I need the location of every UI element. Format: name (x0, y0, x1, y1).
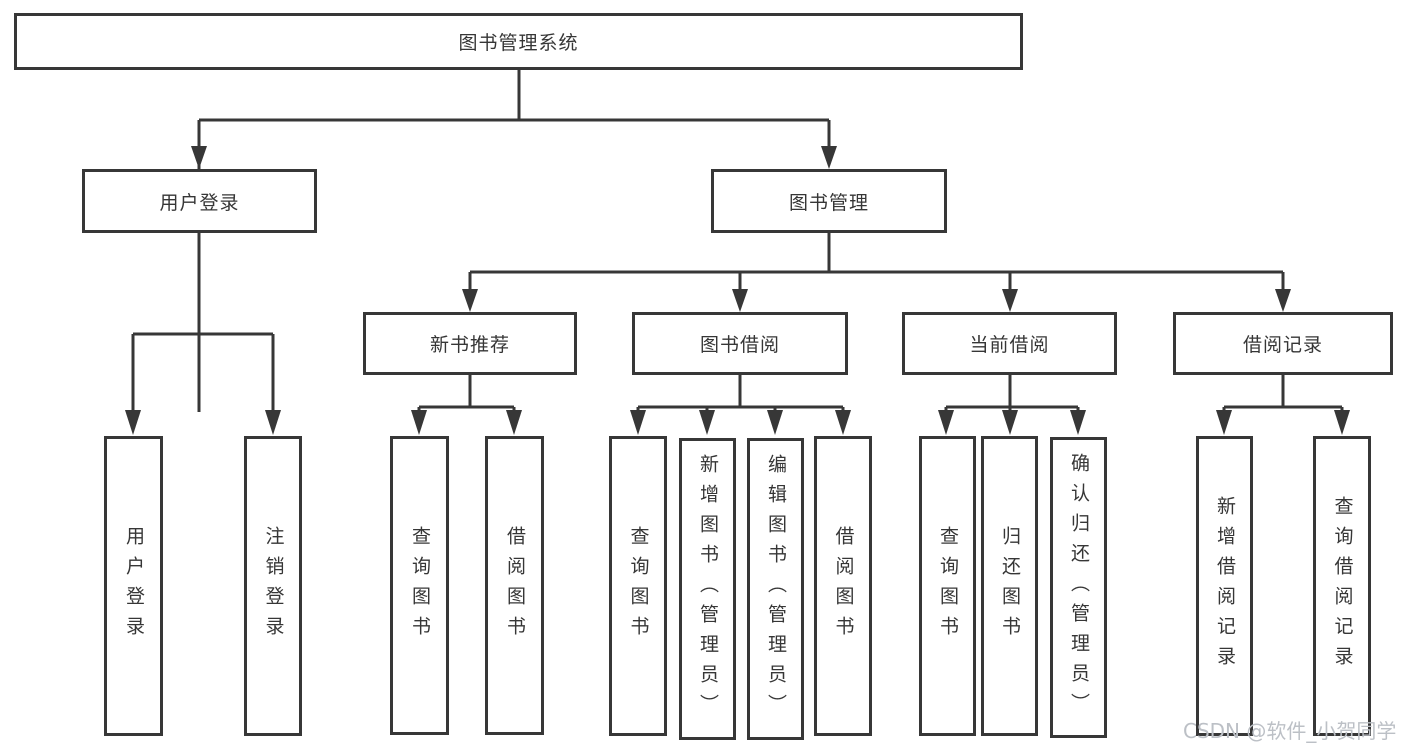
node-user-login: 用户登录 (82, 169, 317, 233)
leaf-bb-edit-books-admin: 编辑图书（管理员） (747, 438, 804, 740)
leaf-bb-borrow-books: 借阅图书 (814, 436, 872, 736)
node-library-management-system: 图书管理系统 (14, 13, 1023, 70)
edge-current-borrowing-children (944, 375, 1080, 414)
watermark: CSDN @软件_小贺同学 (1183, 719, 1397, 743)
leaf-bb-query-books: 查询图书 (609, 436, 667, 736)
edge-book-management-children (468, 233, 1285, 293)
node-borrowing-records: 借阅记录 (1173, 312, 1393, 375)
leaf-cb-query-books: 查询图书 (919, 436, 976, 736)
leaf-user-login: 用户登录 (104, 436, 163, 736)
leaf-bb-add-books-admin: 新增图书（管理员） (679, 438, 736, 740)
leaf-nb-query-books: 查询图书 (390, 436, 449, 735)
node-current-borrowing: 当前借阅 (902, 312, 1117, 375)
leaf-br-query-borrow-record: 查询借阅记录 (1313, 436, 1371, 736)
leaf-cb-return-books: 归还图书 (981, 436, 1038, 736)
edge-book-borrowing-children (636, 375, 845, 414)
node-book-borrowing: 图书借阅 (632, 312, 848, 375)
leaf-br-add-borrow-record: 新增借阅记录 (1196, 436, 1253, 736)
edge-new-book-rec-children (417, 375, 516, 414)
edge-root-to-level2 (197, 69, 831, 412)
leaf-nb-borrow-books: 借阅图书 (485, 436, 544, 735)
leaf-logout: 注销登录 (244, 436, 302, 736)
edge-borrowing-records-children (1222, 375, 1344, 414)
leaf-cb-confirm-return-admin: 确认归还（管理员） (1050, 437, 1107, 738)
node-book-management: 图书管理 (711, 169, 947, 233)
edge-user-login-children (131, 233, 275, 412)
arrowheads (125, 146, 1350, 435)
node-new-book-recommendation: 新书推荐 (363, 312, 577, 375)
